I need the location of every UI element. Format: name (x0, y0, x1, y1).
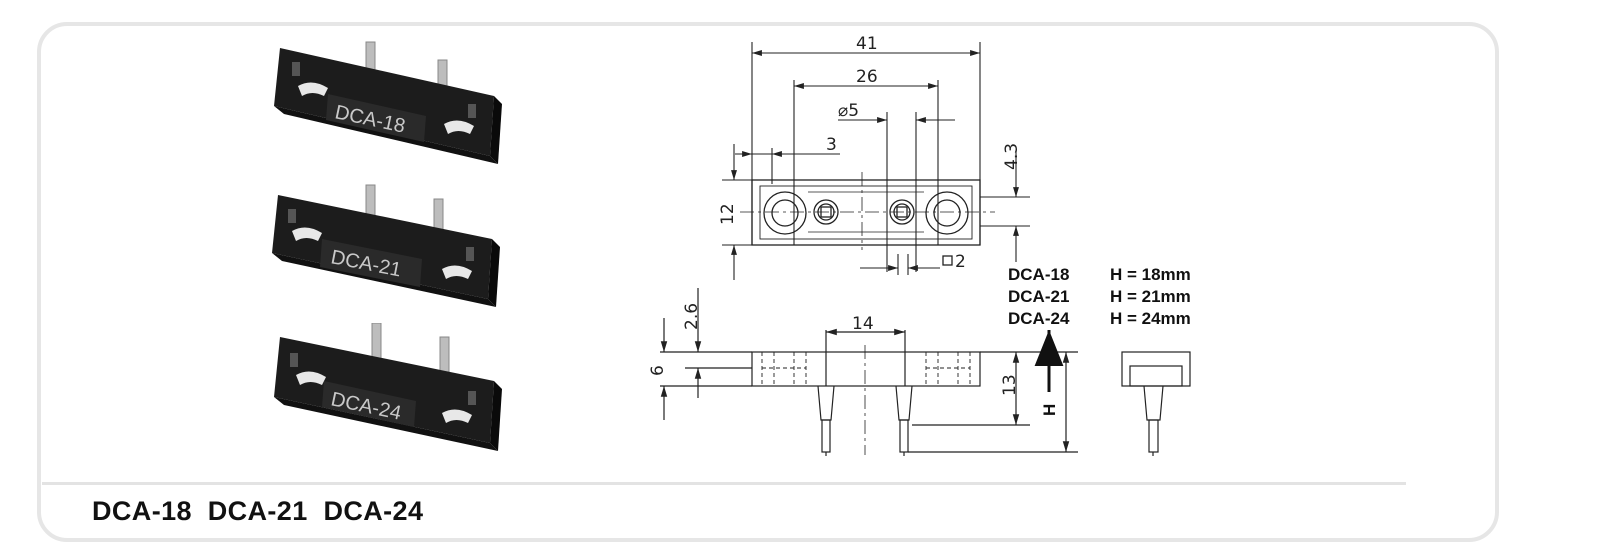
dimension-square-2: 2 (955, 252, 966, 272)
product-image-dca-24: DCA-24 (274, 323, 502, 451)
dimension-diameter-5: ⌀5 (838, 101, 859, 121)
spec-model: DCA-18 (1008, 265, 1069, 284)
spec-height: H = 21mm (1110, 287, 1191, 306)
product-image-dca-18: DCA-18 (274, 41, 502, 164)
product-photos: DCA-18 DCA-21 DCA-24 (258, 38, 508, 458)
spec-height: H = 18mm (1110, 265, 1191, 284)
dimension-3: 3 (826, 135, 837, 155)
square-symbol-icon (942, 255, 953, 266)
model-caption: DCA-18 DCA-21 DCA-24 (92, 496, 424, 526)
spec-height: H = 24mm (1110, 309, 1191, 328)
spec-model: DCA-21 (1008, 287, 1069, 306)
dimension-41: 41 (856, 34, 878, 54)
spec-model: DCA-24 (1008, 309, 1070, 328)
dimension-6: 6 (648, 365, 668, 376)
dimension-14: 14 (852, 314, 874, 334)
dimension-26: 26 (856, 67, 878, 87)
dimension-2-6: 2.6 (682, 303, 702, 330)
dimension-h: H (1040, 404, 1059, 416)
dimension-13: 13 (1000, 374, 1020, 396)
product-image-dca-21: DCA-21 (272, 184, 500, 307)
dimension-4-3: 4.3 (1002, 143, 1022, 170)
divider (42, 482, 1406, 485)
dimension-12: 12 (718, 203, 738, 225)
